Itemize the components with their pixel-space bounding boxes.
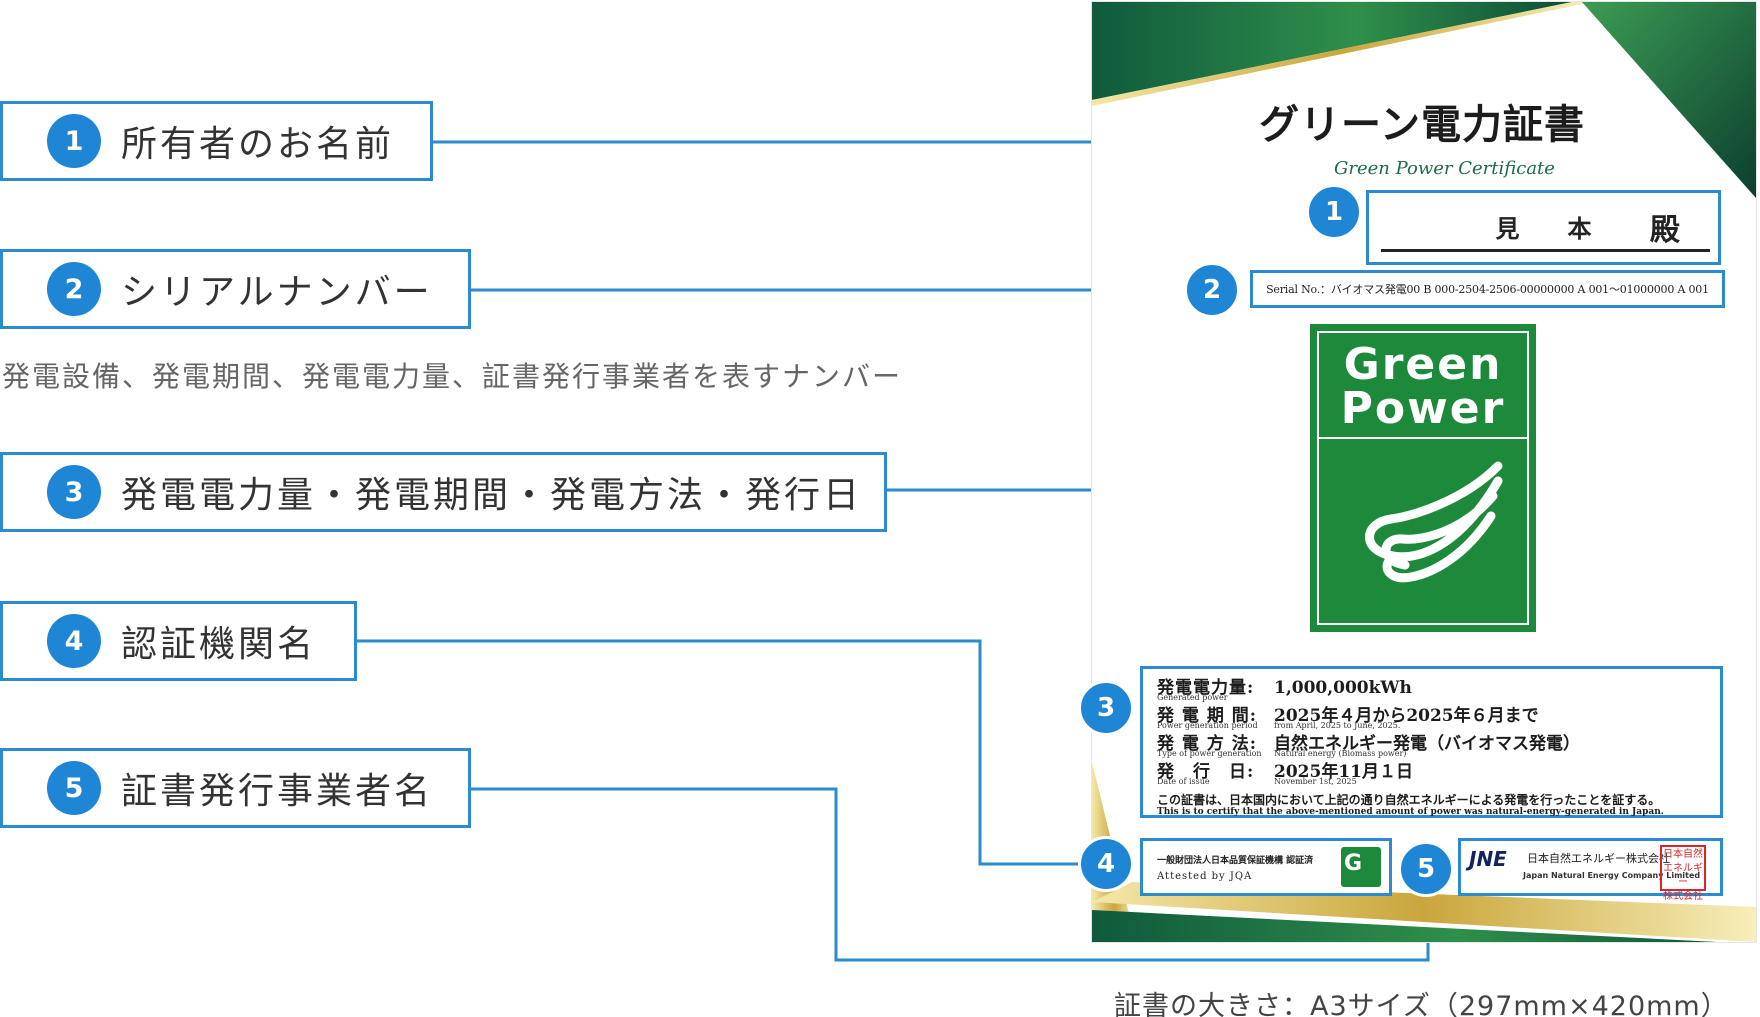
row-issue-date: 発 行 日: 2025年11月１日 xyxy=(1157,757,1413,782)
certificate-badge: 3 xyxy=(1078,680,1134,736)
certificate-badge: 2 xyxy=(1184,262,1240,318)
company-seal-icon: 日本自然エネルギー株式会社 xyxy=(1660,845,1706,902)
row-label: 発 行 日: xyxy=(1157,762,1255,782)
callout-label: 証書発行事業者名 xyxy=(121,771,434,812)
serial-number: Serial No.：バイオマス発電00 B 000-2504-2506-000… xyxy=(1266,283,1709,296)
row-label-en: Power generation period xyxy=(1157,721,1258,730)
issuer-name: 日本自然エネルギー株式会社 xyxy=(1527,852,1670,865)
callout-certifier: 4 認証機関名 xyxy=(0,601,357,681)
callout-label: 発電電力量・発電期間・発電方法・発行日 xyxy=(121,475,863,516)
jne-logo: JNE xyxy=(1469,847,1507,871)
connector-4 xyxy=(356,639,1086,866)
certificate-subtitle: Green Power Certificate xyxy=(1334,158,1555,179)
row-value-en: November 1st, 2025 xyxy=(1274,777,1357,786)
row-label-en: Type of power generation xyxy=(1157,749,1262,758)
row-value-en: Natural energy (Biomass power) xyxy=(1274,749,1407,758)
certificate-badge: 4 xyxy=(1078,836,1134,892)
green-power-logo: Green Power xyxy=(1310,324,1536,632)
top-gold-stripe xyxy=(1092,2,1592,106)
row-generation-method: 発 電 方 法: 自然エネルギー発電（バイオマス発電） xyxy=(1157,729,1580,754)
row-value: 1,000,000kWh xyxy=(1274,678,1412,698)
callout-issuer: 5 証書発行事業者名 xyxy=(0,748,471,828)
callout-label: 所有者のお名前 xyxy=(121,124,395,165)
serial-number-field: Serial No.：バイオマス発電00 B 000-2504-2506-000… xyxy=(1250,270,1725,308)
callout-serial-number: 2 シリアルナンバー xyxy=(0,249,471,329)
row-value: 2025年４月から2025年６月まで xyxy=(1274,706,1539,726)
callout-badge: 1 xyxy=(47,114,101,168)
callout-label: シリアルナンバー xyxy=(121,272,433,313)
jqa-green-power-icon: G xyxy=(1341,847,1381,887)
row-label: 発 電 方 法: xyxy=(1157,734,1258,754)
certificate: グリーン電力証書 Green Power Certificate 見 本 殿 S… xyxy=(1092,2,1756,942)
row-generation-period: 発 電 期 間: 2025年４月から2025年６月まで xyxy=(1157,701,1539,726)
bottom-gold-stripe xyxy=(1092,882,1756,942)
connector-3 xyxy=(886,488,1108,680)
callout-badge: 2 xyxy=(47,262,101,316)
callout-label: 認証機関名 xyxy=(121,624,317,665)
callout-owner-name: 1 所有者のお名前 xyxy=(0,101,433,181)
logo-text-power: Power xyxy=(1340,383,1506,434)
top-right-corner xyxy=(1582,2,1756,198)
issuer-box: JNE 日本自然エネルギー株式会社 Japan Natural Energy C… xyxy=(1458,838,1723,902)
row-value: 2025年11月１日 xyxy=(1274,762,1413,782)
logo-text-green: Green xyxy=(1343,339,1503,390)
owner-name: 見 本 xyxy=(1495,214,1592,243)
size-note: 証書の大きさ：A3サイズ（297mm×420mm） xyxy=(1114,991,1729,1017)
row-label-en: Date of issue xyxy=(1157,777,1210,786)
certification-statement-en: This is to certify that the above-mentio… xyxy=(1157,807,1664,817)
callout-power-details: 3 発電電力量・発電期間・発電方法・発行日 xyxy=(0,452,887,532)
callout-badge: 3 xyxy=(47,465,101,519)
row-label: 発電電力量: xyxy=(1157,678,1255,698)
serial-note: 発電設備、発電期間、発電電力量、証書発行事業者を表すナンバー xyxy=(2,360,903,393)
row-label-en: Generated power xyxy=(1157,693,1228,702)
row-label: 発 電 期 間: xyxy=(1157,706,1258,726)
certifier-box: 一般財団法人日本品質保証機構 認証済 Attested by JQA G xyxy=(1140,838,1392,896)
row-generated-power: 発電電力量: 1,000,000kWh xyxy=(1157,673,1412,698)
swoosh-icon xyxy=(1365,461,1503,583)
callout-badge: 5 xyxy=(47,761,101,815)
callout-badge: 4 xyxy=(47,614,101,668)
certificate-title: グリーン電力証書 xyxy=(1259,101,1585,148)
certifier-name: 一般財団法人日本品質保証機構 認証済 xyxy=(1157,856,1314,866)
certificate-badge: 5 xyxy=(1398,841,1454,897)
issuer-name-en: Japan Natural Energy Company Limited xyxy=(1523,871,1701,880)
certificate-badge: 1 xyxy=(1306,184,1362,240)
power-details-box: 発電電力量: 1,000,000kWh Generated power 発 電 期… xyxy=(1140,666,1723,818)
name-underline xyxy=(1381,249,1710,252)
owner-name-field: 見 本 殿 xyxy=(1366,190,1721,265)
certification-statement: この証書は、日本国内において上記の通り自然エネルギーによる発電を行ったことを証す… xyxy=(1157,793,1661,807)
certificate-decoration xyxy=(1092,2,1756,942)
certifier-name-en: Attested by JQA xyxy=(1157,871,1253,882)
row-value-en: from April, 2025 to June, 2025. xyxy=(1274,721,1401,730)
honorific: 殿 xyxy=(1650,213,1680,248)
row-value: 自然エネルギー発電（バイオマス発電） xyxy=(1274,734,1580,754)
